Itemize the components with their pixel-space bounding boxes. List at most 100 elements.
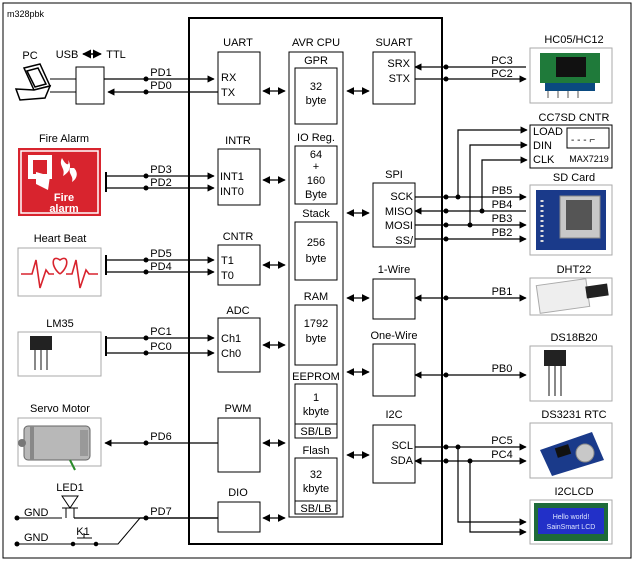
- port-pd4: PD4: [150, 261, 171, 273]
- one-wire-label: 1-Wire: [378, 264, 410, 276]
- ram-box: [294, 304, 338, 366]
- mcu-box: [188, 17, 443, 545]
- dht22-sensor-icon: [535, 278, 609, 314]
- port-pb2: PB2: [492, 227, 513, 239]
- diagram-title: m328pbk: [7, 9, 45, 19]
- port-pd2: PD2: [150, 177, 171, 189]
- heart-beat-image: [17, 247, 102, 297]
- one-wire-block: [372, 278, 416, 320]
- port-pb4: PB4: [492, 199, 513, 211]
- hc05-label: HC05/HC12: [544, 34, 603, 46]
- heart-beat-label: Heart Beat: [34, 233, 87, 245]
- i2c-block: [372, 424, 416, 484]
- one-wire-b-label: One-Wire: [370, 330, 417, 342]
- adc-block: [217, 317, 261, 373]
- port-pd0: PD0: [150, 80, 171, 92]
- stack-line-1: 256: [307, 237, 325, 249]
- io-title: IO Reg.: [297, 132, 335, 144]
- cc7sd-label: CC7SD CNTR: [539, 112, 610, 124]
- memory-column: [288, 51, 344, 518]
- ds3231-module-icon: [540, 432, 604, 476]
- cc7sd-din: DIN: [533, 140, 552, 152]
- suart-stx: STX: [389, 73, 411, 85]
- port-pb3: PB3: [492, 213, 513, 225]
- key-switch-icon: [70, 533, 99, 547]
- suart-label: SUART: [375, 37, 412, 49]
- usb-label: USB: [56, 49, 79, 61]
- eeprom-footer: SB/LB: [300, 426, 331, 438]
- servo-motor-icon: [18, 425, 91, 471]
- port-pb0: PB0: [492, 363, 513, 375]
- ttl-label: TTL: [106, 49, 126, 61]
- pwm-block: [217, 417, 261, 473]
- uart-block: [217, 51, 261, 105]
- right-port-dots: [443, 64, 485, 464]
- spi-block: [372, 182, 416, 248]
- port-pd5: PD5: [150, 248, 171, 260]
- sdcard-label: SD Card: [553, 172, 595, 184]
- dio-block: [217, 501, 261, 533]
- io-line-4: Byte: [305, 189, 327, 201]
- laptop-icon: [14, 63, 52, 101]
- fire-hand-icon: [28, 155, 77, 190]
- stack-title: Stack: [302, 208, 330, 220]
- ds3231-label: DS3231 RTC: [541, 409, 606, 421]
- seven-seg-display: [566, 127, 610, 149]
- port-pc1: PC1: [150, 326, 171, 338]
- eeprom-box: [294, 383, 338, 439]
- dht22-label: DHT22: [557, 264, 592, 276]
- ram-line-2: byte: [306, 333, 327, 345]
- lm35-label: LM35: [46, 318, 74, 330]
- cntr-t1: T1: [221, 255, 234, 267]
- port-pb1: PB1: [492, 286, 513, 298]
- port-pc3: PC3: [491, 55, 512, 67]
- spi-sck: SCK: [390, 191, 413, 203]
- intr-int1: INT1: [220, 171, 244, 183]
- servo-label: Servo Motor: [30, 403, 90, 415]
- ds18b20-sensor-icon: [544, 350, 566, 396]
- flash-footer: SB/LB: [300, 503, 331, 515]
- cntr-block: [217, 244, 261, 286]
- io-line-1: 64: [310, 149, 322, 161]
- fire-sign-line-1: Fire: [54, 192, 74, 204]
- gpr-box: [294, 67, 338, 125]
- intr-block: [217, 148, 261, 206]
- led-diode-icon: [61, 495, 79, 509]
- adc-ch0: Ch0: [221, 348, 241, 360]
- port-pd7: PD7: [150, 506, 171, 518]
- uart-rx: RX: [221, 72, 237, 84]
- suart-srx: SRX: [387, 58, 410, 70]
- gpr-title: GPR: [304, 55, 328, 67]
- spi-label: SPI: [385, 169, 403, 181]
- port-pd3: PD3: [150, 164, 171, 176]
- hc05-module-icon: [540, 53, 600, 98]
- cc7sd-load: LOAD: [533, 126, 563, 138]
- seven-seg-icon: - - - ⌐: [571, 135, 595, 146]
- suart-block: [372, 51, 416, 105]
- heart-beat-wave: [21, 257, 98, 289]
- avr-cpu-label: AVR CPU: [292, 37, 340, 49]
- port-pc0: PC0: [150, 341, 171, 353]
- i2c-label: I2C: [385, 409, 402, 421]
- spi-miso: MISO: [385, 206, 414, 218]
- heart-connector: [105, 255, 107, 275]
- intr-int0: INT0: [220, 186, 244, 198]
- io-line-2: +: [313, 161, 319, 173]
- sdcard-module-icon: [536, 190, 606, 250]
- uart-tx: TX: [221, 87, 236, 99]
- led-label: LED1: [56, 482, 84, 494]
- i2clcd-screen: [538, 508, 604, 534]
- key-label: K1: [76, 526, 89, 538]
- port-pd1: PD1: [150, 67, 171, 79]
- pwm-label: PWM: [225, 403, 252, 415]
- dio-label: DIO: [228, 487, 248, 499]
- port-pb5: PB5: [492, 185, 513, 197]
- lm35-connector: [105, 336, 107, 356]
- i2c-scl: SCL: [392, 440, 413, 452]
- io-box: [294, 145, 338, 205]
- io-line-3: 160: [307, 175, 325, 187]
- flash-line-1: 32: [310, 469, 322, 481]
- spi-mosi: MOSI: [385, 220, 413, 232]
- left-port-dots: [143, 76, 149, 521]
